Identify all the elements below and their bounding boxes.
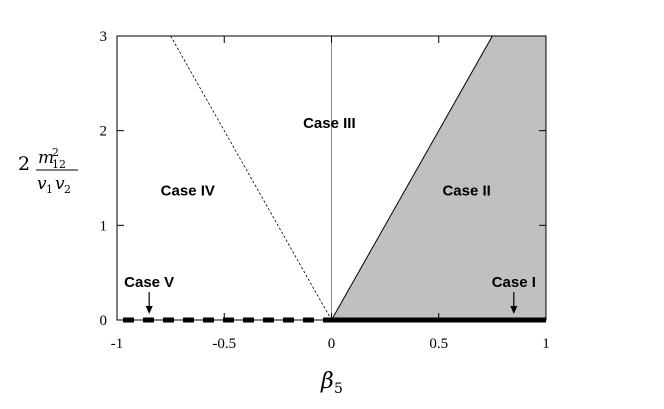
x-axis-label: β 5 bbox=[320, 369, 343, 397]
y-tick-label-0: 0 bbox=[100, 313, 108, 329]
label-case-ii: Case II bbox=[442, 182, 490, 199]
y-axis-label-numerator-sub: 12 bbox=[52, 158, 66, 171]
y-axis-label-numerator-sup: 2 bbox=[52, 146, 59, 159]
x-axis-label-beta: β bbox=[320, 369, 334, 394]
y-tick-label-1: 1 bbox=[100, 218, 108, 234]
arrow-head-case-v bbox=[145, 306, 153, 314]
label-case-v: Case V bbox=[124, 274, 174, 291]
y-axis-label-denominator-v1: v bbox=[37, 174, 47, 194]
y-axis-label-numerator: m bbox=[38, 148, 54, 168]
y-axis-label-denominator-v2: v bbox=[55, 174, 65, 194]
y-axis-label-coefficient: 2 bbox=[18, 153, 30, 175]
y-axis-label-denominator-sub1: 1 bbox=[46, 183, 53, 196]
y-tick-label-3: 3 bbox=[100, 29, 108, 45]
x-tick-label--0.5: -0.5 bbox=[212, 336, 236, 352]
x-tick-label-1: 1 bbox=[542, 336, 550, 352]
y-axis-label-denominator-sub2: 2 bbox=[64, 183, 71, 196]
y-tick-label-2: 2 bbox=[100, 124, 108, 140]
y-axis-label: 2 m 12 2 v 1 v 2 bbox=[18, 146, 78, 196]
label-case-i: Case I bbox=[492, 274, 536, 291]
boundary-line-3 bbox=[331, 35, 493, 321]
x-tick-label-0.5: 0.5 bbox=[429, 336, 448, 352]
region-case-ii bbox=[331, 36, 546, 320]
boundary-line-1 bbox=[170, 35, 332, 321]
x-tick-label-0: 0 bbox=[328, 336, 336, 352]
label-case-iv: Case IV bbox=[161, 182, 215, 199]
x-tick-label--1: -1 bbox=[111, 336, 124, 352]
arrow-head-case-i bbox=[510, 306, 518, 314]
label-case-iii: Case III bbox=[303, 115, 356, 132]
x-axis-label-sub: 5 bbox=[334, 381, 343, 397]
